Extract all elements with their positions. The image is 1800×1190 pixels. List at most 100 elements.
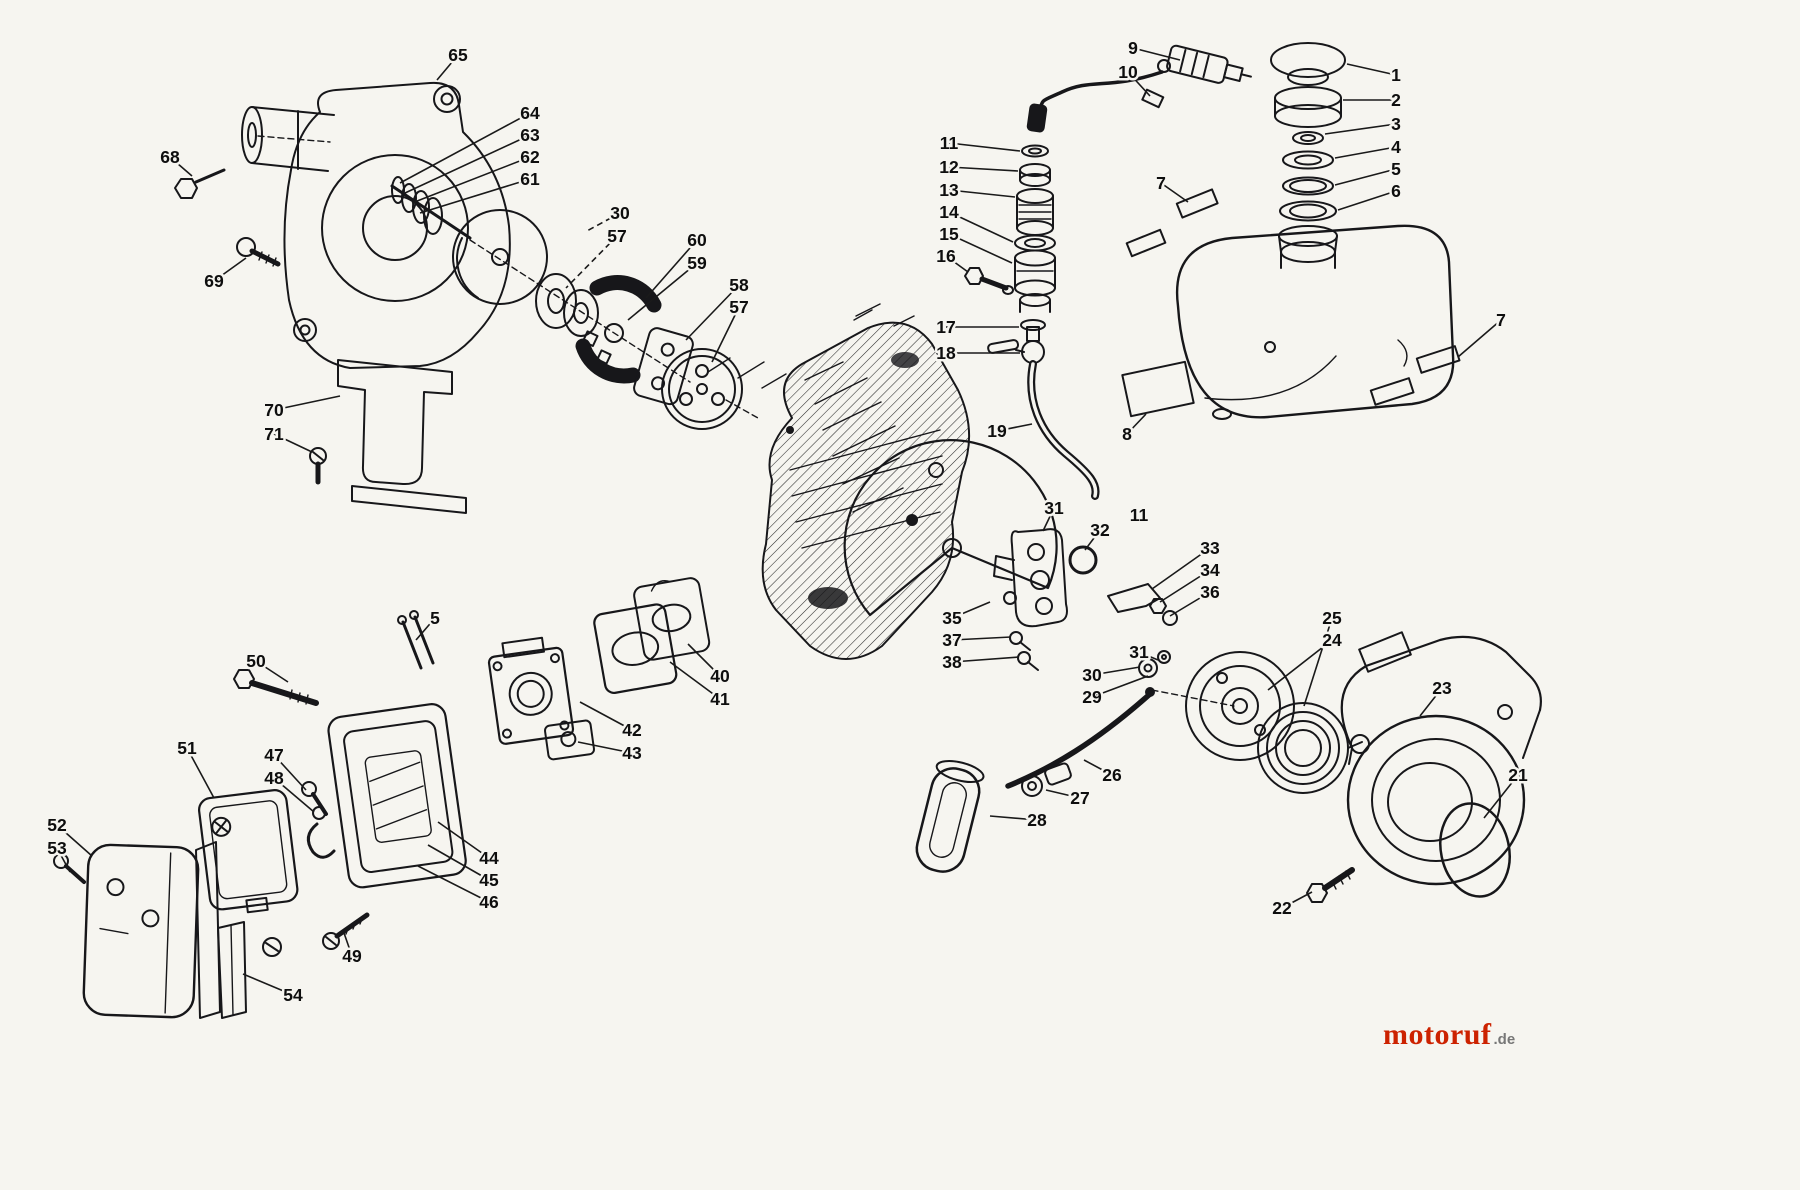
leader-line [577, 741, 633, 754]
part-number-label: 52 [47, 815, 67, 835]
engine-block-drawing [707, 303, 1058, 660]
airbox-carburetor-assembly-drawing [233, 577, 711, 957]
clutch-assembly-drawing [452, 209, 759, 430]
leader-line [255, 660, 289, 683]
part-number-label: 54 [283, 985, 303, 1005]
part-number-label: 49 [342, 946, 362, 966]
part-number-label: 63 [520, 125, 540, 145]
part-number-label: 38 [942, 652, 962, 672]
leader-line [579, 701, 633, 731]
leader-line [948, 166, 1019, 172]
leader-line [56, 847, 71, 873]
leader-line [951, 601, 991, 619]
part-number-label: 27 [1070, 788, 1089, 808]
leader-line [1169, 591, 1211, 617]
leader-line [415, 617, 436, 641]
part-number-label: 5 [430, 608, 440, 628]
part-number-label: 19 [987, 421, 1007, 441]
leader-line [169, 156, 193, 177]
part-number-label: 41 [710, 689, 730, 709]
leader-line [989, 815, 1038, 821]
part-number-label: 32 [1090, 520, 1110, 540]
part-number-label: 43 [622, 743, 642, 763]
part-number-label: 35 [942, 608, 962, 628]
part-number-label: 48 [264, 768, 284, 788]
leader-line [56, 824, 93, 857]
leader-line [584, 212, 621, 233]
part-number-label: 60 [687, 230, 707, 250]
leader-line [1126, 413, 1147, 435]
leader-line [1334, 146, 1397, 159]
leader-line [645, 239, 698, 299]
leader-line [1346, 63, 1397, 76]
part-number-label: 42 [622, 720, 642, 740]
leader-line [273, 777, 315, 813]
leader-line [1138, 651, 1159, 661]
leader-line [436, 54, 459, 81]
part-number-label: 22 [1272, 898, 1292, 918]
part-number-label: 10 [1118, 62, 1138, 82]
part-number-label: 9 [1128, 38, 1138, 58]
muffler-assembly-drawing [53, 789, 299, 1019]
part-number-label: 50 [246, 651, 266, 671]
leader-line [951, 636, 1012, 641]
fuel-filter-assembly-drawing [964, 144, 1100, 500]
part-number-label: 31 [1129, 642, 1149, 662]
part-number-label: 53 [47, 838, 67, 858]
leader-line [565, 235, 618, 289]
fuel-tank-assembly-drawing [1121, 42, 1461, 420]
leader-line [948, 142, 1021, 152]
leader-line [711, 306, 740, 363]
part-number-label: 24 [1322, 630, 1342, 650]
leader-line [1267, 639, 1333, 691]
leader-line [1127, 71, 1151, 97]
spark-plug-assembly-drawing [1026, 44, 1252, 133]
part-number-label: 62 [520, 147, 540, 167]
part-number-label: 33 [1200, 538, 1220, 558]
part-number-label: 11 [940, 133, 959, 153]
leader-line [404, 134, 531, 194]
leader-line [1457, 319, 1502, 358]
part-number-label: 51 [177, 738, 197, 758]
leader-line [1091, 675, 1149, 698]
leader-line [427, 844, 490, 881]
part-number-label: 30 [1082, 665, 1102, 685]
leader-line [1160, 182, 1189, 203]
part-number-label: 71 [264, 424, 284, 444]
part-number-label: 31 [1044, 498, 1064, 518]
leader-line [996, 423, 1033, 432]
part-number-label: 1 [1391, 65, 1401, 85]
part-number-label: 5 [1391, 159, 1401, 179]
part-number-label: 13 [939, 180, 959, 200]
part-number-label: 6 [1391, 181, 1401, 201]
part-number-label: 47 [264, 745, 283, 765]
part-number-label: 37 [942, 630, 961, 650]
leader-line [186, 747, 215, 799]
part-number-label: 30 [610, 203, 630, 223]
part-number-label: 64 [520, 103, 540, 123]
leader-line [1159, 569, 1211, 603]
part-number-label: 15 [939, 224, 959, 244]
watermark: motoruf .de [1383, 1018, 1515, 1052]
leader-line [685, 284, 740, 341]
leader-line [399, 112, 531, 184]
part-number-label: 14 [939, 202, 959, 222]
part-number-label: 17 [936, 317, 955, 337]
part-number-label: 70 [264, 400, 284, 420]
leader-line [1084, 529, 1101, 551]
leader-line [951, 656, 1020, 663]
part-number-label: 69 [204, 271, 224, 291]
part-number-label: 58 [729, 275, 749, 295]
watermark-tld: .de [1493, 1031, 1516, 1048]
part-number-label: 7 [1156, 173, 1166, 193]
part-number-label: 23 [1432, 678, 1452, 698]
part-number-label: 11 [1130, 505, 1149, 525]
part-number-label: 4 [1391, 137, 1401, 157]
leader-line [945, 255, 969, 273]
part-number-label: 21 [1508, 765, 1528, 785]
part-number-label: 29 [1082, 687, 1102, 707]
part-number-label: 16 [936, 246, 956, 266]
